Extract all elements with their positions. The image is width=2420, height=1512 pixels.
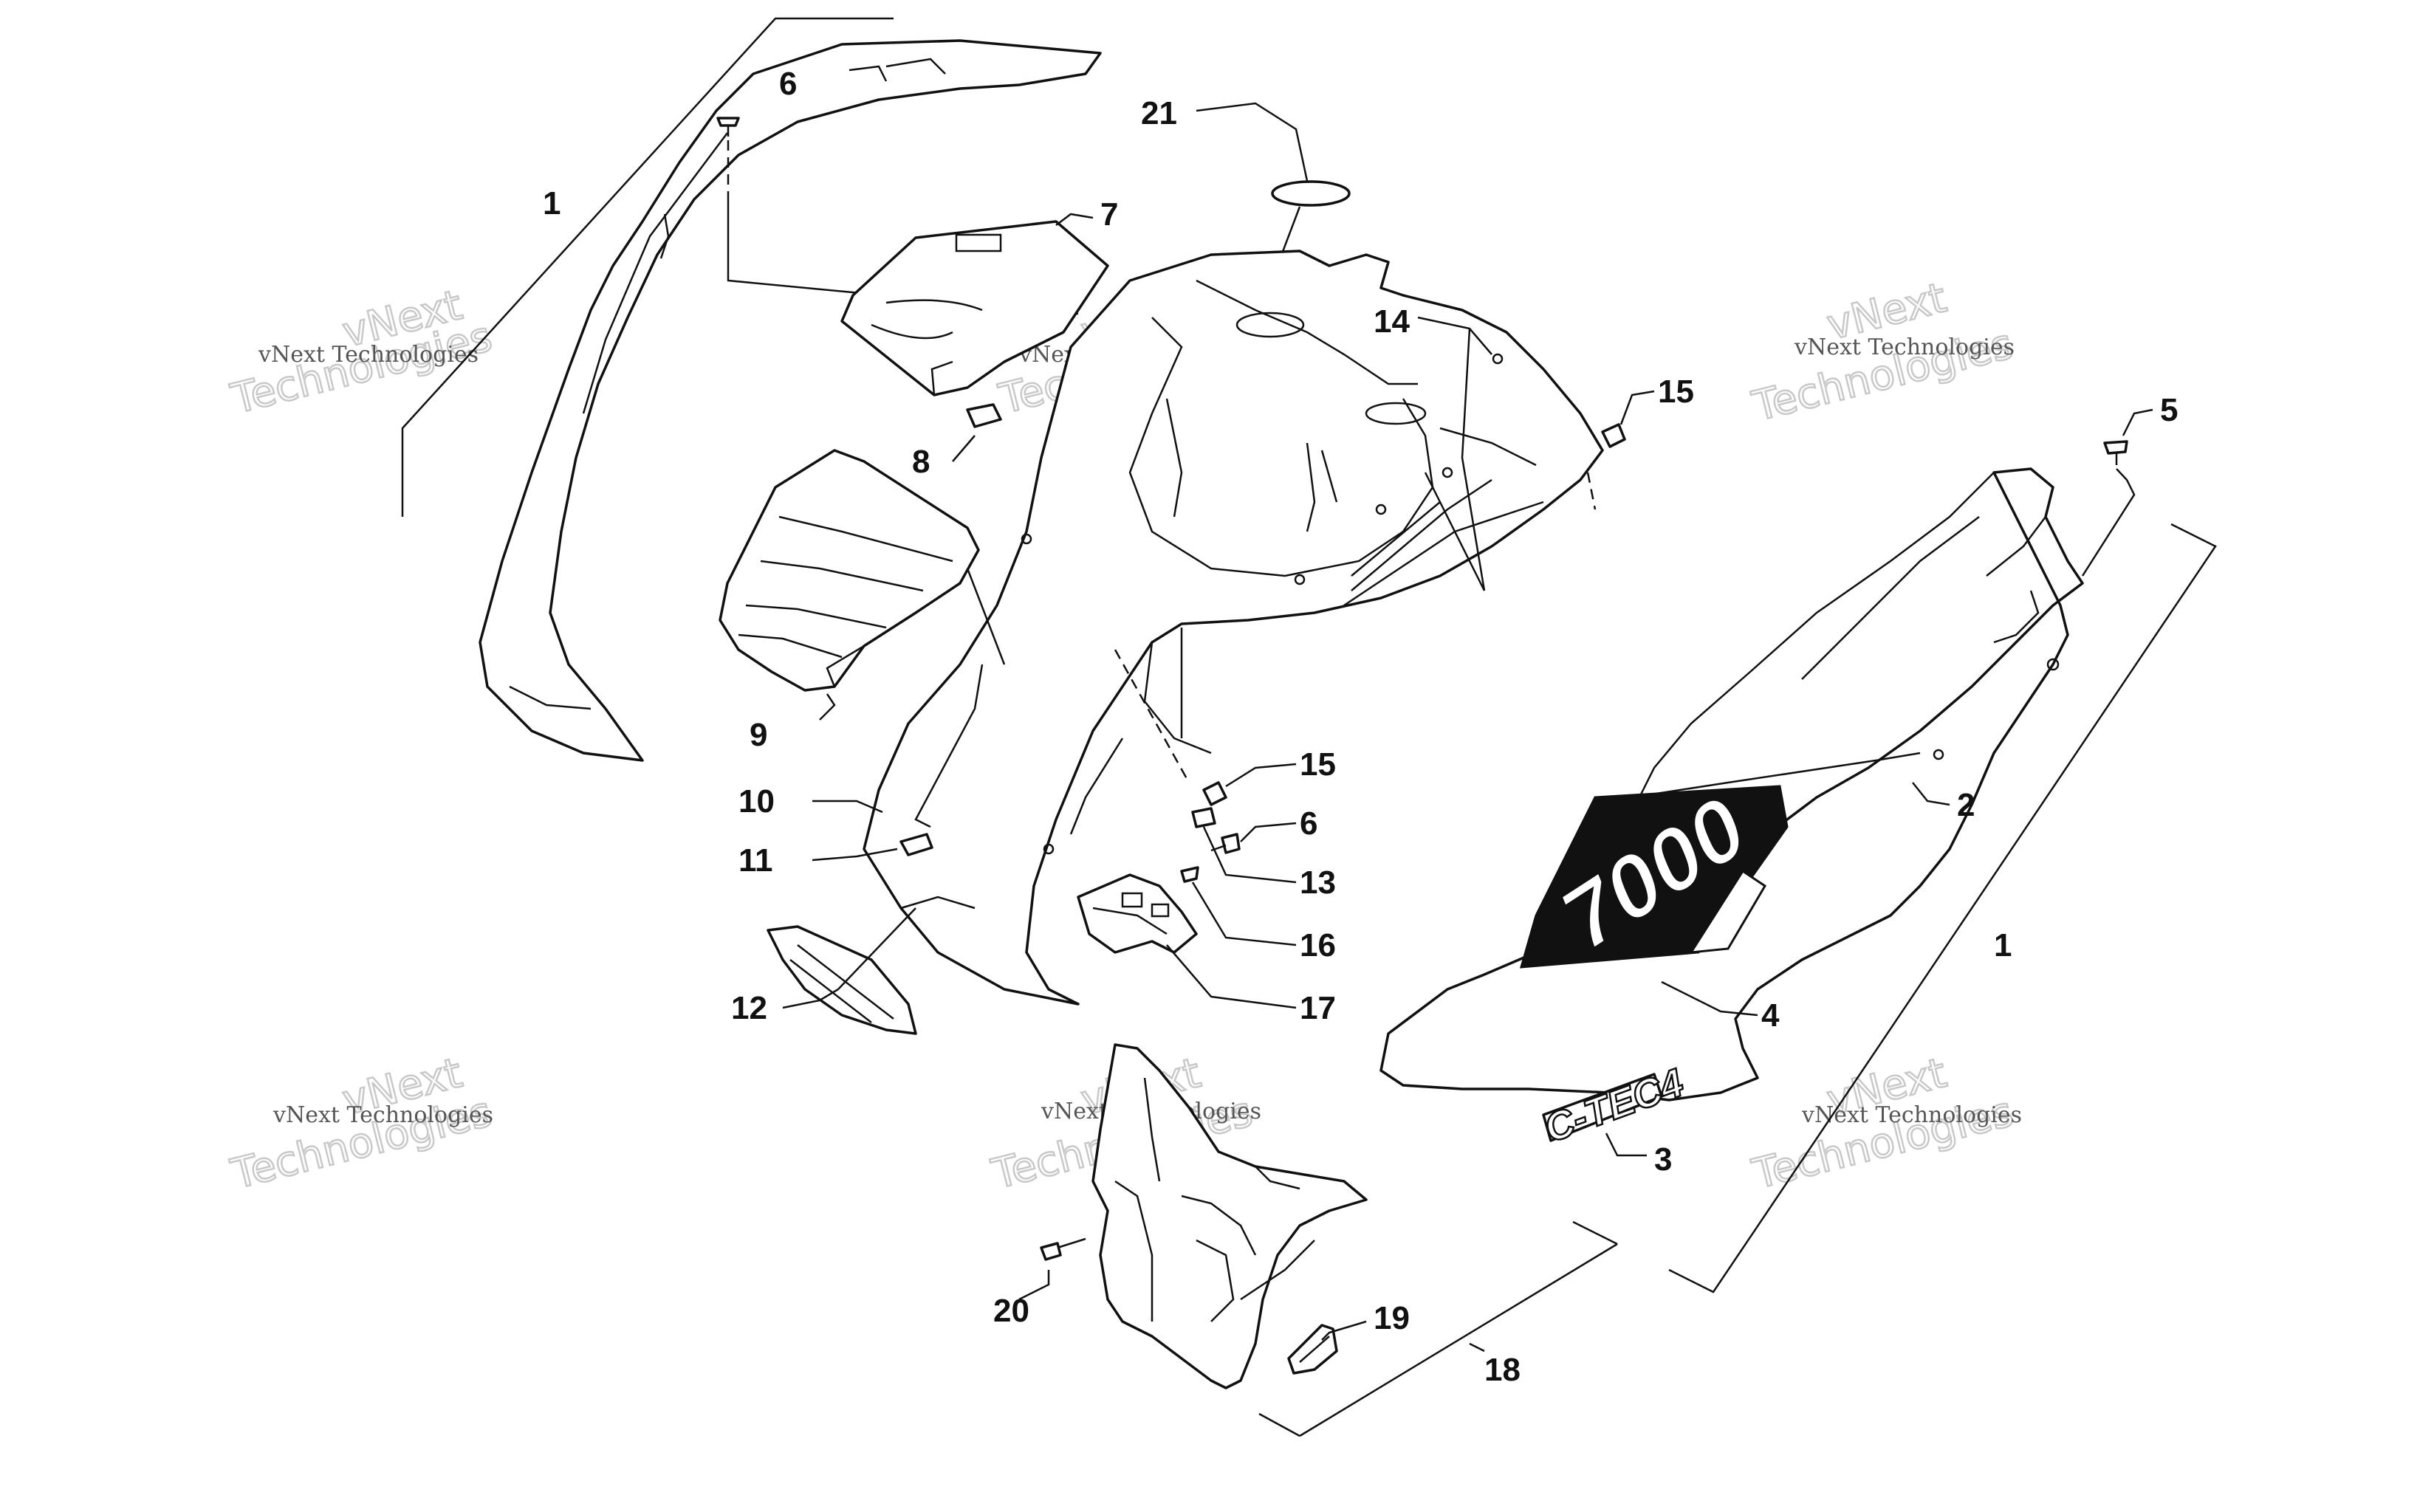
- callout-12: 12: [731, 990, 767, 1026]
- callout-21: 21: [1141, 95, 1177, 131]
- leader-11: [812, 848, 898, 862]
- callout-8: 8: [912, 444, 930, 480]
- leader-2: [1912, 782, 1950, 806]
- leader-8: [952, 435, 976, 462]
- part-15-nut-top: [1601, 423, 1626, 448]
- bracket-18: [1572, 1220, 1618, 1245]
- watermark-bottom-right: Technologies vNext vNext Technologies: [1747, 1048, 2022, 1200]
- leader-14-a: [1424, 472, 1486, 591]
- leader-16: [1191, 882, 1297, 946]
- part-21-oval-badge: [1271, 180, 1351, 207]
- part-6-screw-middle: [1210, 833, 1241, 854]
- leader-12-to-hood: [837, 907, 916, 990]
- leader-4: [1661, 980, 1758, 1017]
- svg-text:vNext Technologies: vNext Technologies: [258, 342, 479, 368]
- watermark-bottom-left: Technologies vNext vNext Technologies: [225, 1048, 497, 1200]
- part-12-mesh: [767, 925, 917, 1035]
- callout-15-middle: 15: [1300, 746, 1336, 783]
- leader-5: [2122, 408, 2153, 436]
- callout-20: 20: [993, 1293, 1029, 1329]
- leader-17: [1166, 944, 1297, 1009]
- svg-text:vNext Technologies: vNext Technologies: [1801, 1102, 2022, 1128]
- callout-6-middle: 6: [1300, 805, 1317, 842]
- leader-19: [1321, 1320, 1367, 1341]
- callout-17: 17: [1300, 990, 1336, 1026]
- leader-14-down: [1461, 328, 1486, 591]
- bracket-18-end: [1258, 1412, 1300, 1437]
- callout-16: 16: [1300, 927, 1336, 963]
- callout-15-top: 15: [1658, 374, 1694, 410]
- callout-1-right: 1: [1994, 927, 2012, 963]
- leader-13: [1202, 826, 1297, 884]
- callout-13: 13: [1300, 865, 1336, 901]
- part-11-clip: [899, 833, 933, 856]
- leader-21: [1196, 102, 1309, 182]
- callout-9: 9: [750, 717, 767, 753]
- part-15-nut-middle: [1202, 781, 1227, 806]
- axis-hood-center: [1114, 649, 1190, 783]
- callout-14: 14: [1374, 303, 1410, 340]
- svg-text:vNext Technologies: vNext Technologies: [272, 1102, 493, 1128]
- callout-11: 11: [738, 842, 773, 879]
- part-2-right-side-panel: [1379, 467, 2084, 1102]
- watermark-top-left: Technologies vNext vNext Technologies: [225, 281, 497, 425]
- part-20-screw: [1040, 1237, 1086, 1261]
- callout-4: 4: [1761, 997, 1780, 1034]
- part-10-hood: [863, 250, 1604, 1006]
- callout-6-top: 6: [779, 66, 797, 102]
- leader-5-down: [2081, 468, 2136, 577]
- watermark-top-right: Technologies vNext vNext Technologies: [1747, 273, 2018, 432]
- callout-10: 10: [738, 783, 775, 819]
- axis-15-top: [1586, 472, 1597, 510]
- leader-7: [1055, 213, 1094, 226]
- callout-3: 3: [1654, 1141, 1672, 1178]
- part-18-lower-nose: [1091, 1043, 1368, 1389]
- bracket-18-main: [1299, 1243, 1618, 1437]
- leader-20: [1018, 1270, 1050, 1301]
- leader-9: [819, 693, 836, 721]
- part-17-latch-bracket: [1077, 873, 1198, 954]
- part-16-screw: [1180, 866, 1199, 883]
- part-7-screen: [840, 220, 1109, 396]
- leader-15-middle: [1225, 763, 1297, 788]
- bracket-1-left: [401, 17, 894, 517]
- part-9-vent-grille: [719, 449, 980, 692]
- leader-12: [782, 988, 839, 1009]
- callout-7: 7: [1100, 196, 1118, 233]
- callout-5: 5: [2160, 392, 2178, 428]
- part-5-screw: [2103, 440, 2128, 465]
- svg-text:vNext Technologies: vNext Technologies: [1794, 334, 2015, 360]
- part-6-screw-top: [716, 117, 740, 137]
- part-8-clip: [966, 403, 1002, 428]
- callout-18: 18: [1484, 1352, 1521, 1388]
- callout-19: 19: [1374, 1300, 1410, 1336]
- leader-3: [1605, 1133, 1647, 1157]
- callout-1-left: 1: [543, 185, 561, 221]
- leader-18: [1469, 1342, 1485, 1353]
- callout-2: 2: [1957, 787, 1975, 823]
- part-1-left-side-panel: [479, 39, 1102, 762]
- leader-6-middle: [1240, 822, 1297, 842]
- part-13-grommet: [1191, 807, 1216, 828]
- part-4-decal: 7000: [1519, 777, 1789, 969]
- guide-line-hood-b: [966, 568, 1006, 665]
- bracket-1-right: [1668, 523, 2217, 1293]
- leader-15-top: [1619, 390, 1655, 425]
- leader-10: [812, 800, 883, 814]
- part-14-rivet: [1492, 353, 1504, 365]
